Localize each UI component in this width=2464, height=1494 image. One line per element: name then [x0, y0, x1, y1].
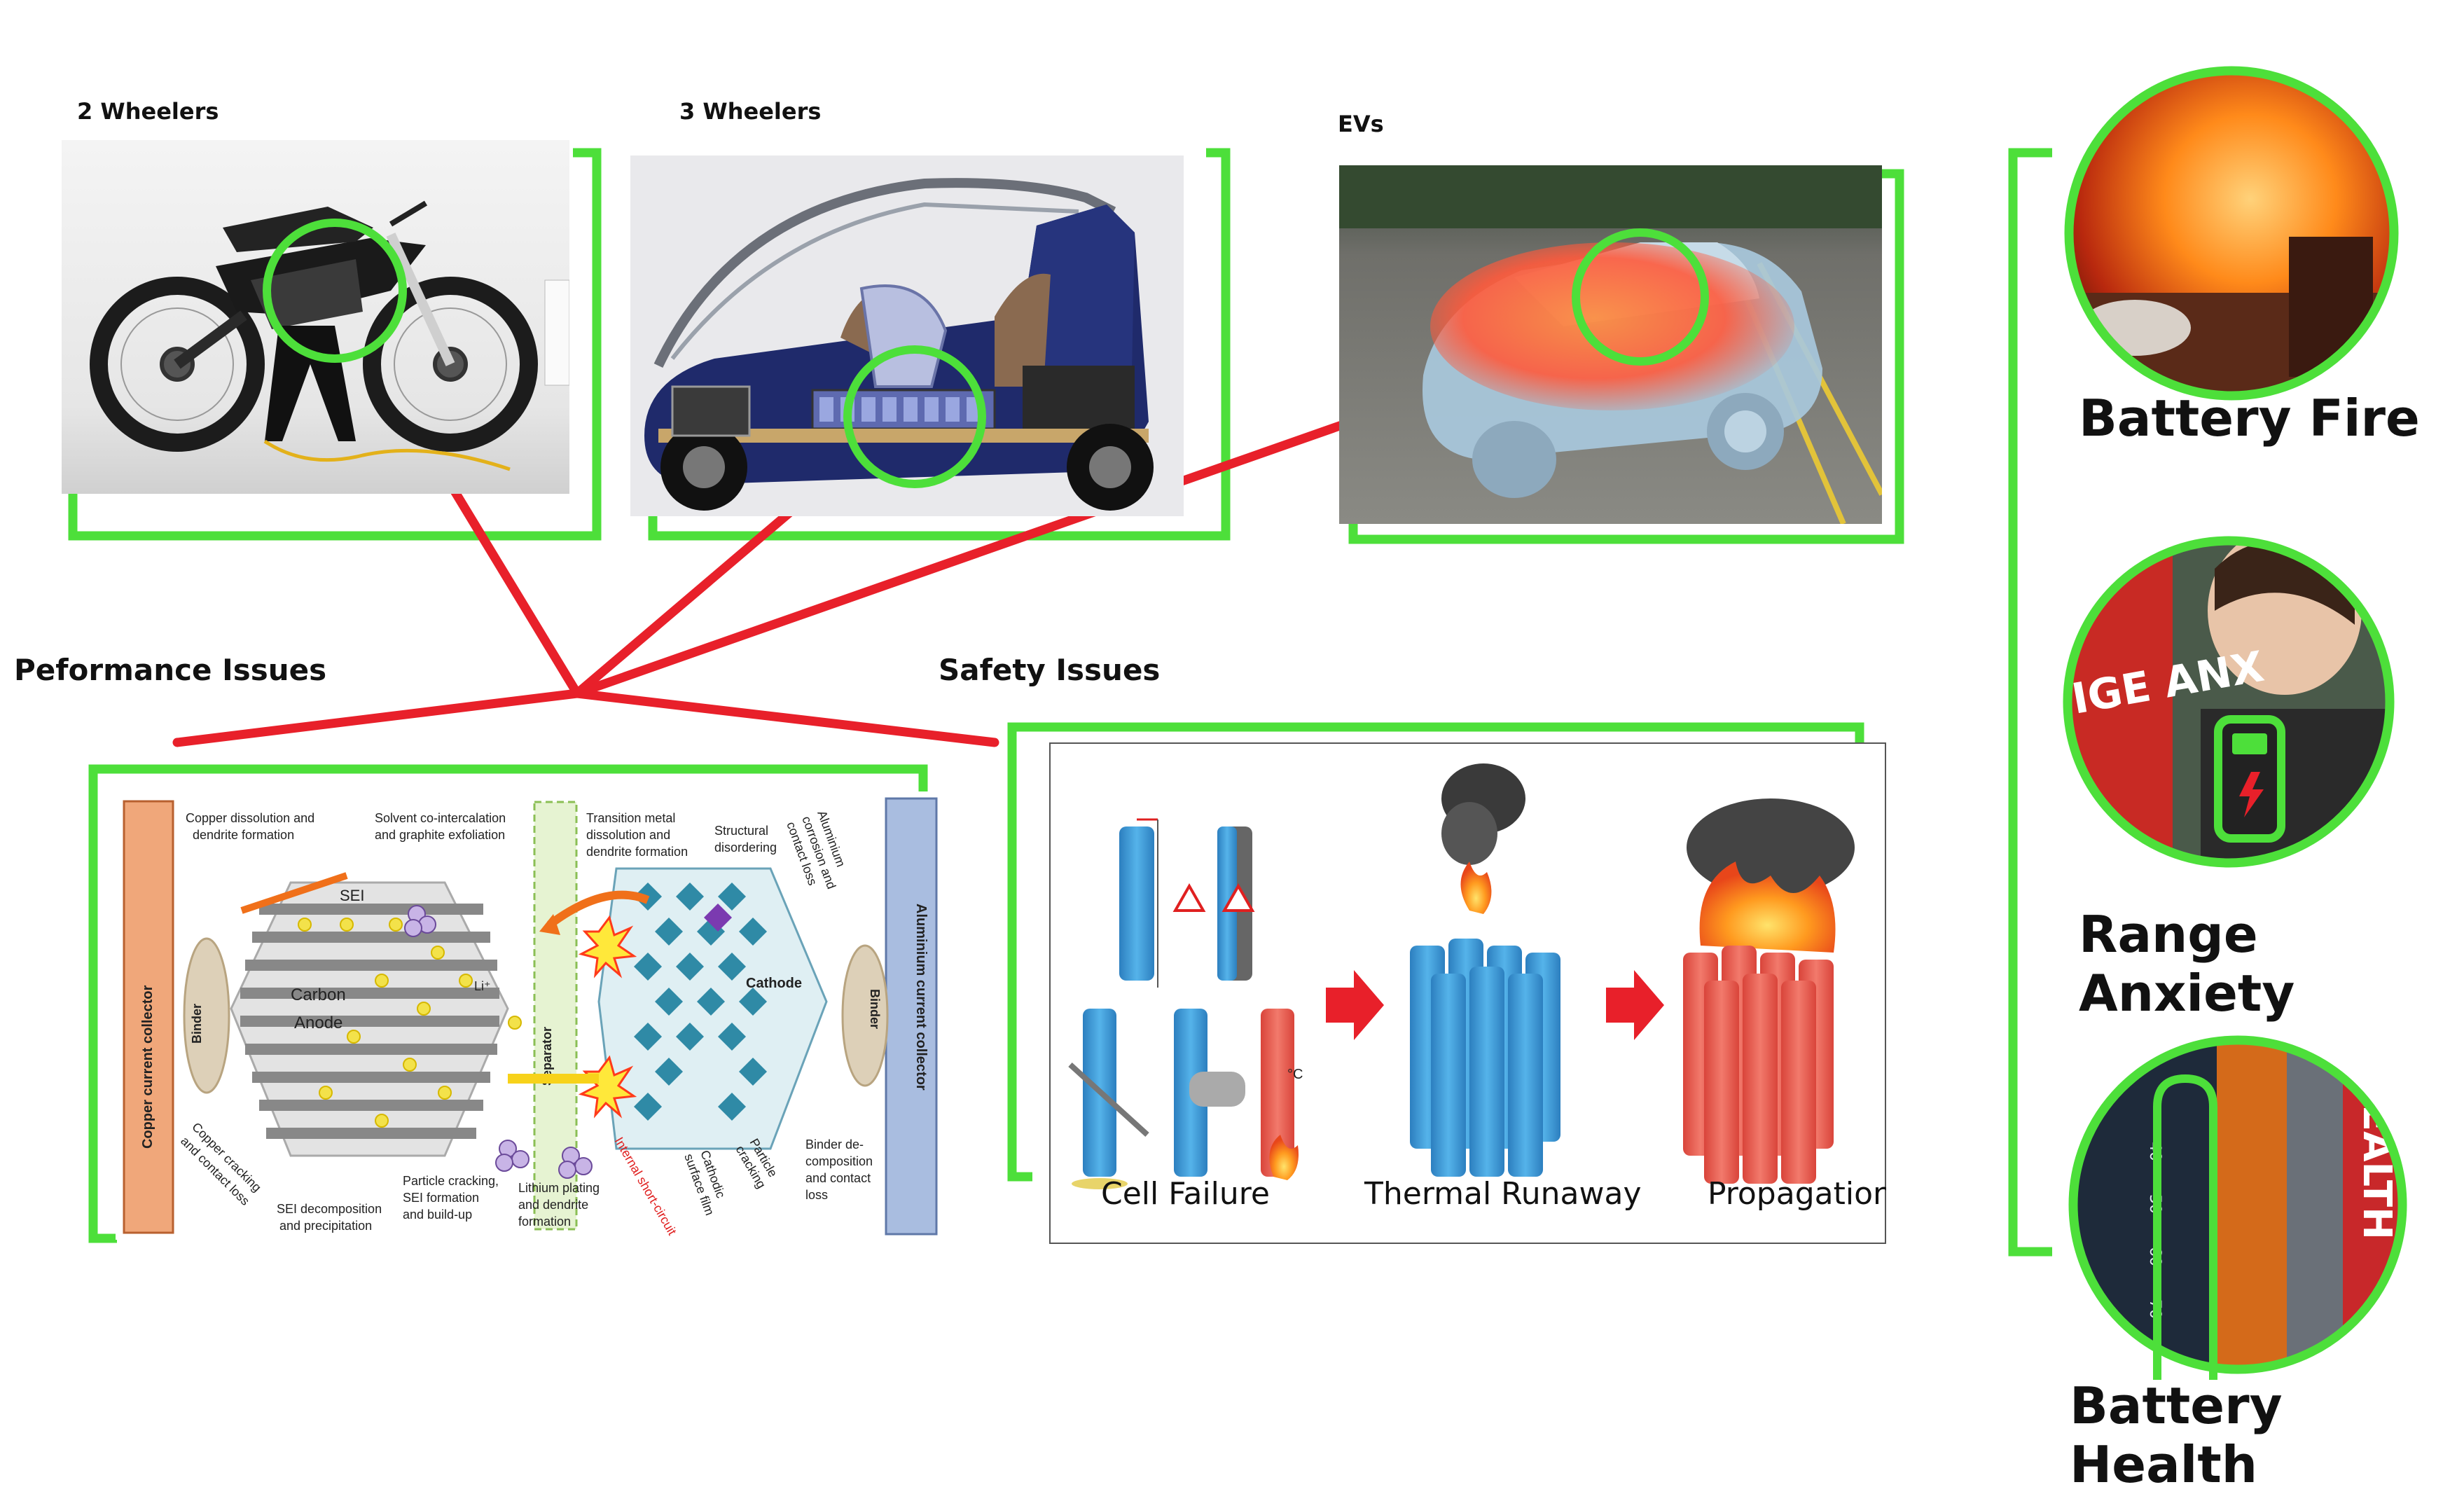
heading-safety-issues: Safety Issues: [939, 653, 1161, 687]
svg-text:Carbon: Carbon: [291, 985, 346, 1004]
gauge-outline-icon: [2153, 1074, 2217, 1380]
battery-health-image: HEALTH 40 50 60 70 80: [2068, 1035, 2407, 1380]
heading-two-wheelers: 2 Wheelers: [77, 98, 219, 125]
svg-text:Particle cracking,: Particle cracking,: [403, 1174, 499, 1188]
bracket-evs: [1348, 169, 1904, 544]
degradation-diagram: Copper current collector Aluminium curre…: [116, 791, 949, 1240]
connector-safety: [572, 689, 999, 747]
three-wheeler-photo: [630, 155, 1184, 516]
svg-text:°C: °C: [1287, 1067, 1303, 1082]
svg-text:SEI: SEI: [340, 887, 364, 904]
label-range-anxiety: Range Anxiety: [2079, 905, 2295, 1023]
svg-text:dendrite formation: dendrite formation: [193, 828, 294, 842]
svg-text:SEI formation: SEI formation: [403, 1191, 479, 1205]
svg-text:Binder: Binder: [190, 1004, 204, 1044]
svg-text:Li⁺: Li⁺: [474, 979, 491, 993]
stage-thermal-runaway: Thermal Runaway: [1364, 1176, 1642, 1212]
battery-fire-image: [2064, 66, 2399, 401]
svg-text:and contact: and contact: [805, 1171, 871, 1185]
copper-collector-label: Copper current collector: [140, 985, 155, 1149]
connector-performance: [172, 689, 582, 747]
bracket-safety: [1007, 722, 1864, 1182]
svg-text:loss: loss: [805, 1188, 828, 1202]
svg-text:and dendrite: and dendrite: [518, 1198, 588, 1212]
svg-text:Structural: Structural: [714, 824, 768, 838]
svg-text:disordering: disordering: [714, 841, 777, 855]
svg-text:Copper dissolution and: Copper dissolution and: [186, 811, 314, 825]
svg-text:dendrite formation: dendrite formation: [586, 845, 688, 859]
stage-propagation: Propagation: [1708, 1176, 1886, 1212]
svg-text:Anode: Anode: [294, 1014, 342, 1032]
two-wheeler-photo: [62, 140, 569, 494]
svg-text:SEI decomposition: SEI decomposition: [277, 1202, 382, 1216]
bracket-three-wheelers: [648, 148, 1231, 541]
stage-cell-failure: Cell Failure: [1101, 1176, 1270, 1212]
ev-photo: [1339, 165, 1882, 524]
bracket-two-wheelers: [68, 148, 602, 541]
svg-text:formation: formation: [518, 1215, 571, 1229]
heading-three-wheelers: 3 Wheelers: [679, 98, 822, 125]
label-battery-health: Battery Health: [2070, 1376, 2283, 1494]
label-battery-fire: Battery Fire: [2079, 389, 2420, 448]
heading-evs: EVs: [1338, 111, 1384, 137]
heading-performance-issues: Peformance Issues: [14, 653, 327, 687]
svg-text:composition: composition: [805, 1154, 873, 1168]
svg-text:dissolution and: dissolution and: [586, 828, 670, 842]
aluminium-collector-label: Aluminium current collector: [913, 904, 929, 1091]
svg-text:Lithium plating: Lithium plating: [518, 1181, 600, 1195]
svg-text:Solvent co-intercalation: Solvent co-intercalation: [375, 811, 506, 825]
copper-collector: [123, 800, 174, 1234]
range-anxiety-image: IGE ANX: [2063, 536, 2395, 868]
bracket-problems: [2008, 148, 2052, 1257]
svg-text:and build-up: and build-up: [403, 1208, 472, 1222]
svg-text:Separator: Separator: [540, 1027, 554, 1086]
svg-text:Transition metal: Transition metal: [586, 811, 675, 825]
svg-text:Cathode: Cathode: [746, 976, 802, 991]
svg-text:and precipitation: and precipitation: [279, 1219, 372, 1233]
lightning-icon: [2239, 772, 2264, 817]
svg-text:and graphite exfoliation: and graphite exfoliation: [375, 828, 505, 842]
svg-text:Binder: Binder: [868, 989, 882, 1029]
bracket-performance: [88, 764, 928, 1243]
svg-text:Binder de-: Binder de-: [805, 1137, 864, 1151]
safety-diagram: °C Cell Failure Thermal Runaway Propagat…: [1049, 742, 1886, 1244]
